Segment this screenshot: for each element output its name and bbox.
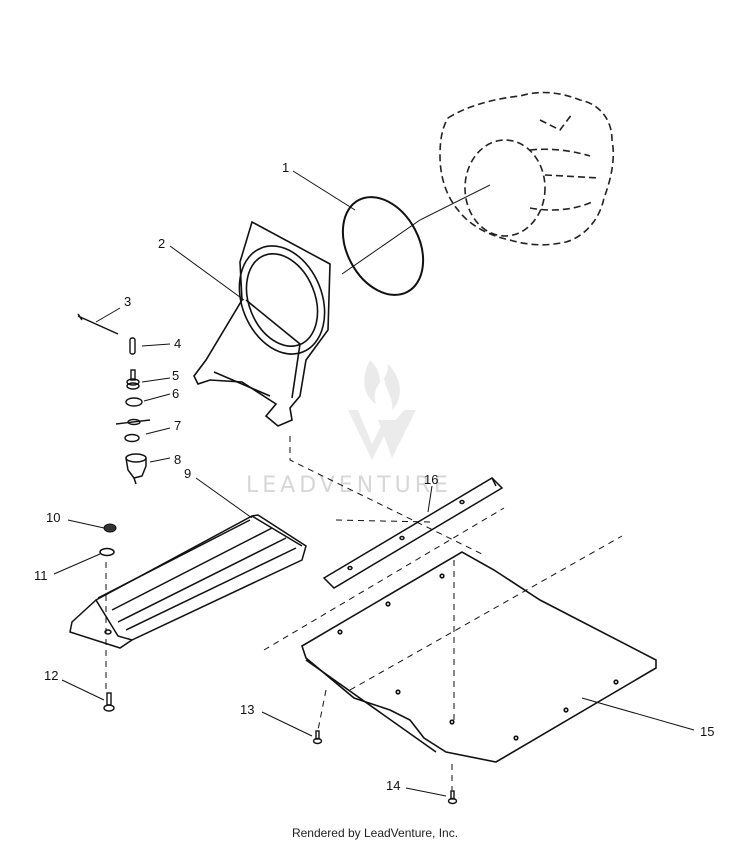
callout-4: 4: [174, 336, 181, 351]
pin: [129, 337, 136, 355]
screw-14: [447, 790, 458, 805]
callout-15: 15: [700, 724, 714, 739]
bolt: [103, 692, 115, 712]
runner-guide: [69, 514, 307, 649]
bushing: [126, 369, 140, 390]
callout-14: 14: [386, 778, 400, 793]
footer-credit: Rendered by LeadVenture, Inc.: [291, 826, 459, 840]
o-ring: [341, 196, 425, 296]
callout-8: 8: [174, 452, 181, 467]
callout-11: 11: [34, 568, 48, 583]
callout-10: 10: [46, 510, 60, 525]
watermark-logo: [348, 360, 416, 460]
transmission-housing: [439, 91, 615, 246]
callout-13: 13: [240, 702, 254, 717]
screw-13: [312, 730, 323, 745]
clip-washer: [115, 418, 151, 443]
adapter-plate: [193, 220, 331, 427]
watermark-text: LEADVENTURE: [246, 473, 452, 498]
alignment-lines: [105, 436, 623, 790]
o-ring-axis-line: [341, 219, 421, 275]
housing-axis-line: [419, 184, 491, 221]
callout-16: 16: [424, 472, 438, 487]
callout-7: 7: [174, 418, 181, 433]
callout-5: 5: [172, 368, 179, 383]
nut: [103, 523, 117, 533]
washer-small: [99, 547, 115, 557]
washer: [125, 397, 143, 407]
callout-6: 6: [172, 386, 179, 401]
leader-lines: [53, 170, 695, 797]
pivot-base: [125, 453, 147, 485]
callout-9: 9: [184, 466, 191, 481]
callout-12: 12: [44, 668, 58, 683]
callout-1: 1: [282, 160, 289, 175]
bracket-bar: [322, 477, 504, 589]
skid-plate: [301, 551, 657, 763]
link-pin: [77, 313, 119, 335]
callout-labels: 1 2 3 4 5 6 7 8 9 10 11 12 13 14 15 16: [34, 160, 714, 793]
callout-2: 2: [158, 236, 165, 251]
callout-3: 3: [124, 294, 131, 309]
